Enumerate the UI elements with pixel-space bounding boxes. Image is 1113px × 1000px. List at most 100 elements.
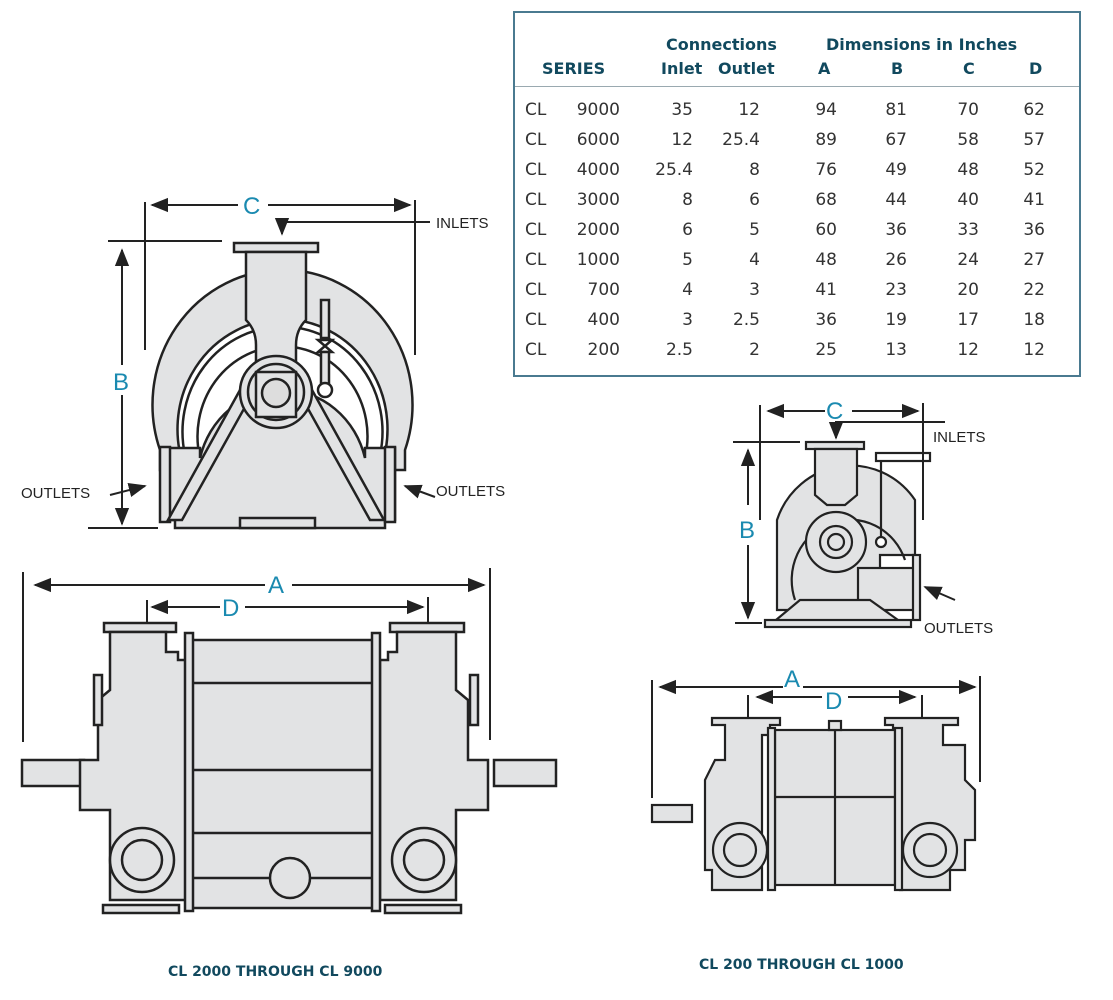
cell-prefix: CL (525, 220, 547, 240)
large-outlets-right-label: OUTLETS (436, 483, 505, 500)
large-dim-c: C (243, 193, 260, 220)
cell-c: 17 (957, 310, 979, 330)
header-a: A (818, 59, 831, 78)
small-pump-caption: CL 200 THROUGH CL 1000 (699, 957, 904, 973)
small-outlet-left-inner (722, 832, 758, 868)
cell-inlet: 25.4 (655, 160, 693, 180)
large-dim-a: A (268, 572, 284, 599)
small-outlet-flange (911, 553, 922, 622)
cell-prefix: CL (525, 190, 547, 210)
cell-prefix: CL (525, 160, 547, 180)
cell-inlet: 8 (682, 190, 693, 210)
cell-prefix: CL (525, 100, 547, 120)
cell-outlet: 12 (738, 100, 760, 120)
small-dim-c: C (826, 398, 843, 425)
gauge-bulb (316, 381, 334, 399)
cell-c: 24 (957, 250, 979, 270)
cell-d: 52 (1023, 160, 1045, 180)
small-inlet-pipe (813, 447, 859, 507)
cell-model: 2000 (576, 220, 620, 240)
cell-outlet: 2.5 (732, 310, 760, 330)
header-outlet: Outlet (718, 59, 775, 78)
small-pump-end-view (763, 440, 932, 629)
cell-outlet: 5 (749, 220, 760, 240)
cell-b: 23 (885, 280, 907, 300)
small-valve (874, 451, 932, 463)
cell-prefix: CL (525, 130, 547, 150)
gauge-stem (319, 298, 331, 340)
cell-model: 700 (587, 280, 620, 300)
cell-a: 48 (815, 250, 837, 270)
large-dim-b: B (113, 369, 129, 396)
large-side-dimensions (22, 568, 491, 742)
large-pump-side-view (20, 621, 558, 915)
cell-outlet: 4 (749, 250, 760, 270)
small-side-dimensions (651, 676, 981, 798)
inlet-flange (232, 241, 320, 254)
header-d: D (1029, 59, 1043, 78)
cell-a: 68 (815, 190, 837, 210)
shaft-end (260, 377, 292, 409)
small-shaft-side (650, 803, 694, 824)
housing-flange-left (183, 631, 195, 913)
valve-icon (314, 338, 336, 354)
large-inlets-label: INLETS (436, 215, 489, 232)
cell-inlet: 2.5 (665, 340, 693, 360)
small-dim-b: B (739, 517, 755, 544)
cell-a: 41 (815, 280, 837, 300)
cell-model: 3000 (576, 190, 620, 210)
header-b: B (891, 59, 904, 78)
large-outlets-left-label: OUTLETS (21, 485, 90, 502)
cell-c: 70 (957, 100, 979, 120)
cell-c: 40 (957, 190, 979, 210)
cell-model: 4000 (576, 160, 620, 180)
large-end-dimensions (88, 197, 436, 529)
large-pump-end-view (151, 241, 414, 530)
cell-model: 9000 (576, 100, 620, 120)
cell-d: 22 (1023, 280, 1045, 300)
cell-a: 25 (815, 340, 837, 360)
cell-a: 94 (815, 100, 837, 120)
large-dim-d: D (222, 595, 239, 622)
dimensions-table: Connections Dimensions in Inches SERIES … (513, 11, 1081, 377)
header-inlet: Inlet (661, 59, 703, 78)
gauge-right (468, 673, 480, 727)
cell-a: 36 (815, 310, 837, 330)
cell-outlet: 8 (749, 160, 760, 180)
cell-c: 12 (957, 340, 979, 360)
cell-b: 44 (885, 190, 907, 210)
cell-b: 81 (885, 100, 907, 120)
small-outlet-right-inner (912, 832, 948, 868)
cell-model: 400 (587, 310, 620, 330)
cell-a: 60 (815, 220, 837, 240)
cell-model: 1000 (576, 250, 620, 270)
base-plate (238, 516, 317, 530)
cell-prefix: CL (525, 340, 547, 360)
small-outlets-label: OUTLETS (924, 620, 993, 637)
cell-prefix: CL (525, 250, 547, 270)
small-flange-right (893, 726, 904, 892)
cell-inlet: 4 (682, 280, 693, 300)
large-pump-caption: CL 2000 THROUGH CL 9000 (168, 964, 383, 980)
housing-flange-right (370, 631, 382, 913)
foot-right (383, 903, 463, 915)
small-inlets-label: INLETS (933, 429, 986, 446)
outlet-flange-left (158, 445, 172, 524)
cell-outlet: 2 (749, 340, 760, 360)
cell-model: 200 (587, 340, 620, 360)
cell-inlet: 3 (682, 310, 693, 330)
cell-d: 18 (1023, 310, 1045, 330)
foot-left (101, 903, 181, 915)
cell-inlet: 35 (671, 100, 693, 120)
small-top-lug (827, 719, 843, 732)
cell-a: 76 (815, 160, 837, 180)
cell-d: 57 (1023, 130, 1045, 150)
cell-outlet: 3 (749, 280, 760, 300)
cell-a: 89 (815, 130, 837, 150)
header-divider (515, 86, 1079, 87)
small-base-plate (763, 618, 913, 629)
small-shaft (826, 532, 846, 552)
cell-inlet: 12 (671, 130, 693, 150)
casing-outer-ring (151, 268, 414, 472)
gauge-left (92, 673, 104, 727)
